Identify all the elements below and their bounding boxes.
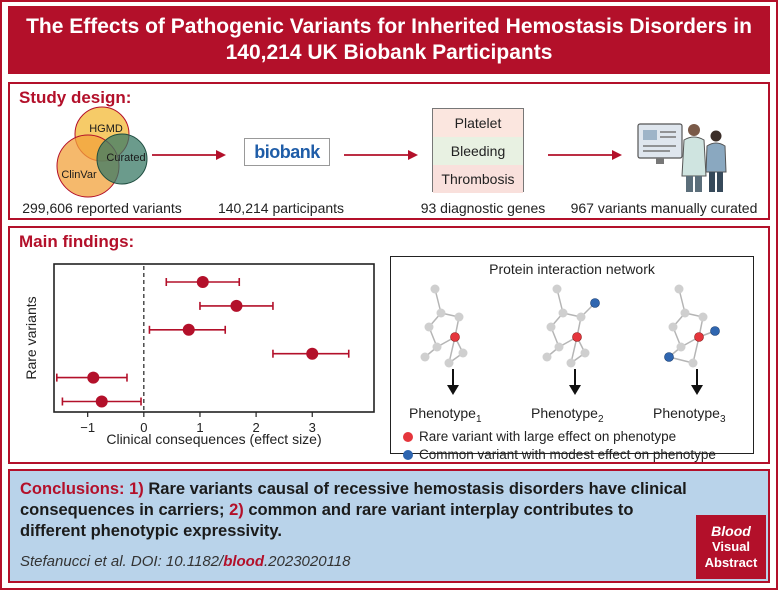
venn-diagram: HGMD ClinVar Curated — [56, 106, 148, 198]
x-tick-label: 0 — [140, 420, 147, 435]
arrow-3 — [548, 150, 622, 160]
venn-curated-circle — [96, 133, 148, 185]
venn-hgmd-label: HGMD — [89, 123, 123, 135]
citation: Stefanucci et al. DOI: 10.1182/blood.202… — [20, 553, 351, 570]
citation-suffix: .2023020118 — [264, 553, 351, 570]
study-design-title: Study design: — [19, 88, 132, 107]
caption-diagnostic-genes: 93 diagnostic genes — [420, 200, 546, 216]
blood-visual-abstract-badge: Blood Visual Abstract — [696, 515, 766, 579]
conclusion-2-number: 2) — [229, 501, 244, 519]
x-tick-label: −1 — [80, 420, 95, 435]
network-3 — [664, 284, 720, 395]
phenotype-3-label: Phenotype — [653, 405, 720, 421]
conclusions-panel: Conclusions: 1) Rare variants causal of … — [8, 469, 770, 583]
biobank-logo: biobank — [244, 138, 330, 166]
citation-journal: blood — [223, 553, 265, 570]
effect-size-point — [230, 299, 243, 312]
conclusion-1-text: Rare variants causal of recessive hemost… — [20, 480, 687, 519]
rare-variant-node — [572, 332, 582, 342]
effect-size-point — [306, 347, 319, 360]
x-tick-label: 1 — [196, 420, 203, 435]
x-axis-label: Clinical consequences (effect size) — [106, 431, 321, 447]
network-1 — [420, 284, 468, 395]
rare-variant-dot — [403, 431, 413, 442]
legend-common-label: Common variant with modest effect on phe… — [419, 447, 716, 462]
effect-size-point — [87, 371, 100, 384]
common-variant-node — [710, 326, 720, 336]
caption-curated-variants: 967 variants manually curated — [570, 200, 758, 216]
phenotype-1-sub: 1 — [475, 413, 482, 425]
gene-category-box: Platelet Bleeding Thrombosis — [432, 108, 524, 193]
caption-participants: 140,214 participants — [217, 200, 345, 216]
common-variant-node — [664, 352, 674, 362]
gene-category-thrombosis: Thrombosis — [433, 165, 523, 193]
phenotype-2: Phenotype2 — [531, 405, 604, 425]
legend-common: Common variant with modest effect on phe… — [403, 447, 716, 462]
main-findings-panel: Main findings: −1 0 1 2 3 Rare variants Clin… — [8, 226, 770, 464]
y-axis-label: Rare variants — [23, 296, 39, 379]
badge-line-3: Abstract — [704, 555, 758, 570]
common-variant-node — [590, 298, 600, 308]
conclusion-2-text: common and rare variant interplay contri… — [20, 501, 634, 540]
common-variant-dot — [403, 449, 413, 460]
legend-rare: Rare variant with large effect on phenot… — [403, 429, 676, 444]
study-design-panel: Study design: HGMD ClinVar Curated bioba… — [8, 82, 770, 220]
venn-clinvar-label: ClinVar — [61, 169, 97, 181]
legend-rare-label: Rare variant with large effect on phenot… — [419, 429, 677, 444]
citation-prefix: Stefanucci et al. DOI: 10.1182/ — [20, 553, 224, 570]
phenotype-1: Phenotype1 — [409, 405, 482, 425]
rare-variant-node — [694, 332, 704, 342]
network-graphs — [420, 284, 720, 395]
phenotype-3: Phenotype3 — [653, 405, 726, 425]
phenotype-2-label: Phenotype — [531, 405, 598, 421]
arrow-2 — [344, 150, 418, 160]
effect-size-point — [196, 276, 209, 288]
x-tick-label: 3 — [309, 420, 316, 435]
phenotype-2-sub: 2 — [597, 413, 604, 425]
phenotype-3-sub: 3 — [719, 413, 726, 425]
title-line-2: 140,214 UK Biobank Participants — [225, 41, 553, 64]
forest-plot: −1 0 1 2 3 Rare variants Clinical consequenc… — [23, 263, 375, 447]
biobank-logo-text: biobank — [254, 141, 320, 162]
caption-reported-variants: 299,606 reported variants — [22, 200, 182, 216]
effect-size-point — [182, 323, 195, 336]
conclusions-text: Conclusions: 1) Rare variants causal of … — [20, 479, 690, 542]
x-tick-label: 2 — [252, 420, 259, 435]
title-line-1: The Effects of Pathogenic Variants for I… — [26, 15, 752, 38]
badge-line-1: Blood — [711, 523, 751, 539]
arrow-1 — [152, 150, 226, 160]
badge-line-2: Visual — [711, 539, 751, 554]
gene-category-bleeding: Bleeding — [433, 137, 523, 165]
conclusion-1-number: 1) — [129, 480, 144, 498]
venn-curated-label: Curated — [106, 152, 145, 164]
effect-size-point — [95, 395, 108, 408]
conclusions-label: Conclusions: — [20, 480, 125, 498]
network-panel: Protein interaction network — [390, 256, 754, 462]
plot-frame — [53, 263, 375, 413]
phenotype-1-label: Phenotype — [409, 405, 476, 421]
main-findings-title: Main findings: — [19, 232, 135, 251]
gene-category-platelet: Platelet — [433, 109, 523, 137]
network-title: Protein interaction network — [489, 261, 655, 277]
rare-variant-node — [450, 332, 460, 342]
clinicians-icon — [637, 123, 727, 192]
title-banner: The Effects of Pathogenic Variants for I… — [8, 6, 770, 74]
network-2 — [542, 284, 600, 395]
